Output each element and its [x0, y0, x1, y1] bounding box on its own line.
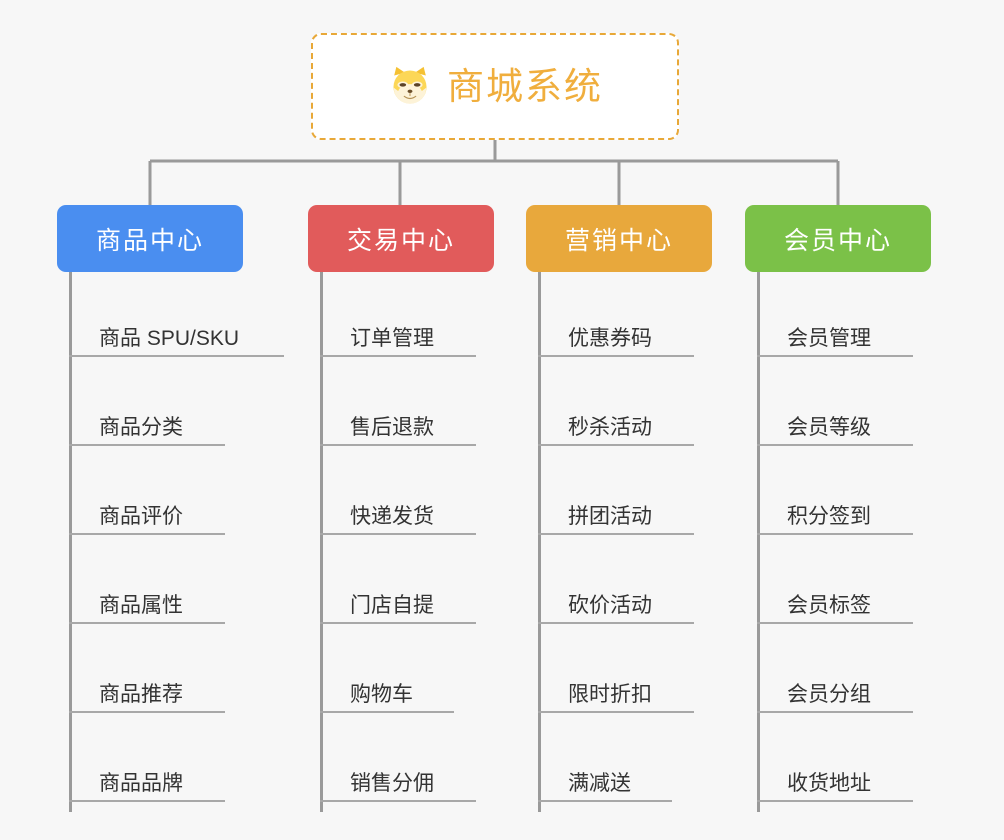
- branch-header-2[interactable]: 交易中心: [308, 205, 494, 272]
- leaf-item[interactable]: 秒杀活动: [538, 361, 712, 450]
- branch-body-3: 优惠券码 秒杀活动 拼团活动 砍价活动 限时折扣: [538, 272, 712, 812]
- leaf-label: 限时折扣: [568, 683, 652, 706]
- leaf-item[interactable]: 会员等级: [757, 361, 931, 450]
- branch-商品中心: 商品中心 商品 SPU/SKU 商品分类 商品评价 商品属性: [57, 205, 284, 812]
- leaf-label: 商品属性: [99, 594, 183, 617]
- leaf-list-4: 会员管理 会员等级 积分签到 会员标签 会员分组: [757, 272, 931, 806]
- leaf-item[interactable]: 满减送: [538, 717, 712, 806]
- leaf-item[interactable]: 门店自提: [320, 539, 494, 628]
- leaf-label: 销售分佣: [350, 772, 434, 795]
- branch-body-2: 订单管理 售后退款 快递发货 门店自提 购物车: [320, 272, 494, 812]
- root-title: 商城系统: [447, 66, 603, 107]
- leaf-underline: [69, 355, 284, 357]
- leaf-label: 商品 SPU/SKU: [99, 327, 240, 350]
- leaf-label: 会员分组: [787, 683, 871, 706]
- leaf-item[interactable]: 拼团活动: [538, 450, 712, 539]
- leaf-label: 会员等级: [787, 416, 871, 439]
- shiba-dog-face-icon: [393, 66, 427, 104]
- leaf-label: 商品品牌: [99, 772, 183, 795]
- leaf-underline: [320, 444, 476, 446]
- leaf-label: 订单管理: [350, 327, 434, 350]
- leaf-item[interactable]: 商品 SPU/SKU: [69, 272, 284, 361]
- leaf-label: 优惠券码: [568, 327, 652, 350]
- leaf-item[interactable]: 限时折扣: [538, 628, 712, 717]
- branch-spine-2: [320, 272, 323, 812]
- leaf-label: 商品分类: [99, 416, 183, 439]
- leaf-underline: [538, 444, 694, 446]
- leaf-underline: [320, 533, 476, 535]
- leaf-underline: [320, 355, 476, 357]
- leaf-item[interactable]: 订单管理: [320, 272, 494, 361]
- leaf-item[interactable]: 收货地址: [757, 717, 931, 806]
- leaf-item[interactable]: 商品分类: [69, 361, 243, 450]
- leaf-label: 会员管理: [787, 327, 871, 350]
- leaf-label: 秒杀活动: [568, 416, 652, 439]
- leaf-list-3: 优惠券码 秒杀活动 拼团活动 砍价活动 限时折扣: [538, 272, 712, 806]
- leaf-item[interactable]: 积分签到: [757, 450, 931, 539]
- leaf-underline: [538, 355, 694, 357]
- leaf-item[interactable]: 售后退款: [320, 361, 494, 450]
- branch-spine-4: [757, 272, 760, 812]
- leaf-underline: [69, 800, 225, 802]
- leaf-underline: [538, 533, 694, 535]
- leaf-item[interactable]: 会员管理: [757, 272, 931, 361]
- leaf-underline: [757, 800, 913, 802]
- leaf-item[interactable]: 购物车: [320, 628, 494, 717]
- leaf-underline: [538, 800, 672, 802]
- leaf-label: 售后退款: [350, 416, 434, 439]
- branch-header-3[interactable]: 营销中心: [526, 205, 712, 272]
- leaf-underline: [69, 622, 225, 624]
- leaf-label: 快递发货: [350, 505, 434, 528]
- leaf-item[interactable]: 商品品牌: [69, 717, 243, 806]
- branch-header-label-2: 交易中心: [346, 226, 455, 255]
- leaf-label: 门店自提: [350, 594, 434, 617]
- leaf-item[interactable]: 商品评价: [69, 450, 243, 539]
- branch-body-1: 商品 SPU/SKU 商品分类 商品评价 商品属性 商品推荐: [69, 272, 284, 812]
- branch-body-4: 会员管理 会员等级 积分签到 会员标签 会员分组: [757, 272, 931, 812]
- leaf-item[interactable]: 会员标签: [757, 539, 931, 628]
- leaf-underline: [320, 800, 476, 802]
- branch-header-label-1: 商品中心: [95, 226, 204, 255]
- leaf-underline: [69, 711, 225, 713]
- leaf-list-1: 商品 SPU/SKU 商品分类 商品评价 商品属性 商品推荐: [69, 272, 284, 806]
- leaf-underline: [320, 711, 454, 713]
- leaf-underline: [757, 533, 913, 535]
- leaf-item[interactable]: 销售分佣: [320, 717, 494, 806]
- leaf-item[interactable]: 会员分组: [757, 628, 931, 717]
- leaf-underline: [538, 622, 694, 624]
- branch-会员中心: 会员中心 会员管理 会员等级 积分签到 会员标签: [745, 205, 931, 812]
- branch-header-label-3: 营销中心: [564, 226, 673, 255]
- branch-header-label-4: 会员中心: [783, 226, 892, 255]
- branch-交易中心: 交易中心 订单管理 售后退款 快递发货 门店自提: [308, 205, 494, 812]
- branch-header-4[interactable]: 会员中心: [745, 205, 931, 272]
- leaf-label: 满减送: [568, 772, 631, 795]
- branch-spine-3: [538, 272, 541, 812]
- leaf-underline: [538, 711, 694, 713]
- branch-spine-1: [69, 272, 72, 812]
- leaf-label: 收货地址: [787, 772, 871, 795]
- leaf-underline: [757, 622, 913, 624]
- leaf-label: 拼团活动: [568, 505, 652, 528]
- leaf-label: 砍价活动: [568, 594, 652, 617]
- leaf-underline: [320, 622, 476, 624]
- leaf-label: 购物车: [350, 683, 413, 706]
- leaf-underline: [757, 444, 913, 446]
- leaf-item[interactable]: 砍价活动: [538, 539, 712, 628]
- leaf-label: 商品推荐: [99, 683, 183, 706]
- leaf-list-2: 订单管理 售后退款 快递发货 门店自提 购物车: [320, 272, 494, 806]
- leaf-underline: [69, 444, 225, 446]
- leaf-item[interactable]: 商品推荐: [69, 628, 243, 717]
- leaf-underline: [757, 355, 913, 357]
- leaf-item[interactable]: 快递发货: [320, 450, 494, 539]
- leaf-underline: [69, 533, 225, 535]
- leaf-item[interactable]: 商品属性: [69, 539, 243, 628]
- leaf-item[interactable]: 优惠券码: [538, 272, 712, 361]
- branch-header-1[interactable]: 商品中心: [57, 205, 243, 272]
- leaf-label: 会员标签: [787, 594, 871, 617]
- root-node[interactable]: 商城系统: [311, 33, 679, 140]
- leaf-underline: [757, 711, 913, 713]
- leaf-label: 商品评价: [99, 505, 183, 528]
- leaf-label: 积分签到: [787, 505, 871, 528]
- branch-营销中心: 营销中心 优惠券码 秒杀活动 拼团活动 砍价活动: [526, 205, 712, 812]
